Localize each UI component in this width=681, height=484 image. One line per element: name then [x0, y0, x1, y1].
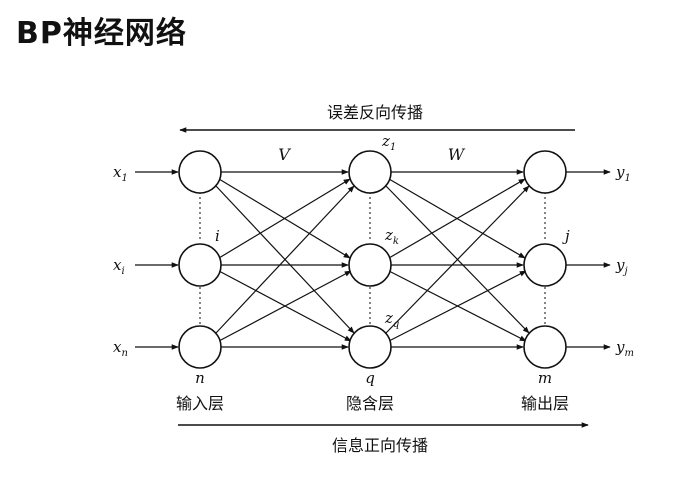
- hidden-count-label: q: [365, 369, 375, 387]
- weight-w-label: W: [448, 145, 466, 164]
- hidden-node: [348, 150, 392, 194]
- output-layer-name: 输出层: [521, 394, 569, 413]
- edge-input-hidden: [215, 185, 355, 334]
- output-node: [523, 150, 567, 194]
- input-label-n: xn: [113, 338, 128, 359]
- input-label-i: xi: [113, 256, 125, 277]
- input-node: [178, 150, 222, 194]
- hidden-node: [348, 243, 392, 287]
- edge-input-hidden: [218, 178, 351, 259]
- output-label-1: y1: [615, 163, 631, 184]
- input-node: [178, 325, 222, 369]
- hidden-node: [348, 325, 392, 369]
- edge-hidden-output: [388, 178, 526, 259]
- output-label-j: yj: [615, 256, 628, 277]
- output-node: [523, 325, 567, 369]
- input-node-i-label: i: [215, 227, 220, 245]
- input-label-1: x1: [113, 163, 128, 184]
- output-count-label: m: [538, 369, 552, 387]
- edge-hidden-output: [385, 185, 530, 334]
- hidden-layer-name: 隐含层: [346, 394, 394, 413]
- output-node-j-label: j: [562, 227, 570, 245]
- backward-propagation-label: 误差反向传播: [327, 103, 423, 122]
- hidden-label-k: zk: [384, 226, 399, 247]
- output-node: [523, 243, 567, 287]
- input-layer-name: 输入层: [176, 394, 224, 413]
- hidden-label-1: z1: [381, 132, 396, 153]
- page-title: BP神经网络: [16, 16, 187, 51]
- hidden-label-q: zq: [384, 309, 399, 330]
- input-node: [178, 243, 222, 287]
- forward-propagation-label: 信息正向传播: [332, 436, 428, 455]
- input-count-label: n: [195, 369, 205, 387]
- weight-v-label: V: [278, 145, 291, 164]
- edge-hidden-output: [388, 270, 527, 342]
- edge-input-hidden: [218, 270, 352, 342]
- output-label-m: ym: [615, 338, 634, 359]
